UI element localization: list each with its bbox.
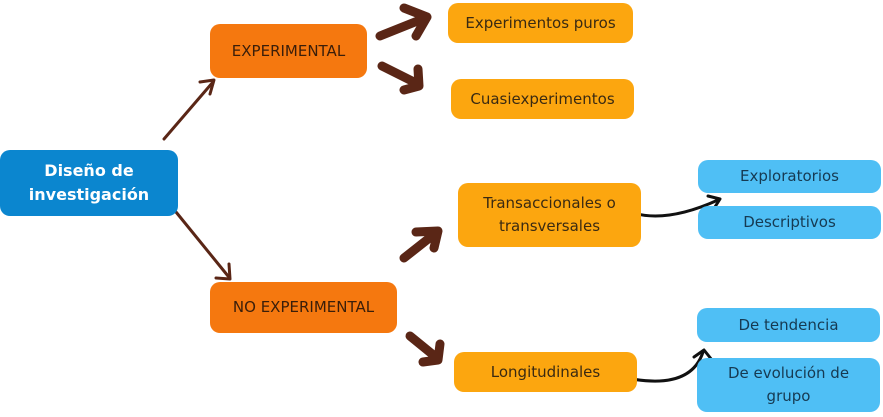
exploratorios-label: Exploratorios <box>740 167 839 185</box>
transaccionales-node: Transaccionales o transversales <box>458 183 641 247</box>
arrow-root-to-experimental <box>162 80 215 141</box>
cuasiexperimentos-label: Cuasiexperimentos <box>470 89 615 108</box>
longitudinales-label: Longitudinales <box>490 362 601 381</box>
experimental-label: EXPERIMENTAL <box>231 41 346 60</box>
arrow-noexp-to-longitudinales <box>405 331 445 367</box>
cuasiexperimentos-node: Cuasiexperimentos <box>451 79 634 119</box>
experimentos-puros-label: Experimentos puros <box>465 13 616 32</box>
arrow-longitudinales-to-leaves-head <box>692 348 714 362</box>
transaccionales-label: Transaccionales o transversales <box>483 194 616 235</box>
arrow-root-to-noexperimental-head <box>214 262 232 281</box>
exploratorios-node: Exploratorios <box>698 160 881 193</box>
de-tendencia-label: De tendencia <box>738 315 839 334</box>
experimentos-puros-node: Experimentos puros <box>448 3 633 43</box>
descriptivos-node: Descriptivos <box>698 206 881 239</box>
arrow-noexp-to-transaccionales <box>399 226 443 263</box>
arrow-experimental-to-puros <box>375 3 432 41</box>
arrow-root-to-experimental-head <box>198 78 216 96</box>
no-experimental-label: NO EXPERIMENTAL <box>232 298 375 316</box>
descriptivos-label: Descriptivos <box>743 213 836 231</box>
root-node: Diseño de investigación <box>0 150 178 216</box>
de-evolucion-de-grupo-node: De evolución de grupo <box>697 358 880 412</box>
arrow-root-to-noexperimental <box>174 210 230 278</box>
de-evolucion-de-grupo-label: De evolución de grupo <box>727 364 850 405</box>
arrow-experimental-to-cuasi <box>377 61 424 95</box>
longitudinales-node: Longitudinales <box>454 352 637 392</box>
de-tendencia-node: De tendencia <box>697 308 880 342</box>
root-label: Diseño de investigación <box>28 161 150 204</box>
no-experimental-node: NO EXPERIMENTAL <box>210 282 397 333</box>
experimental-node: EXPERIMENTAL <box>210 24 367 78</box>
